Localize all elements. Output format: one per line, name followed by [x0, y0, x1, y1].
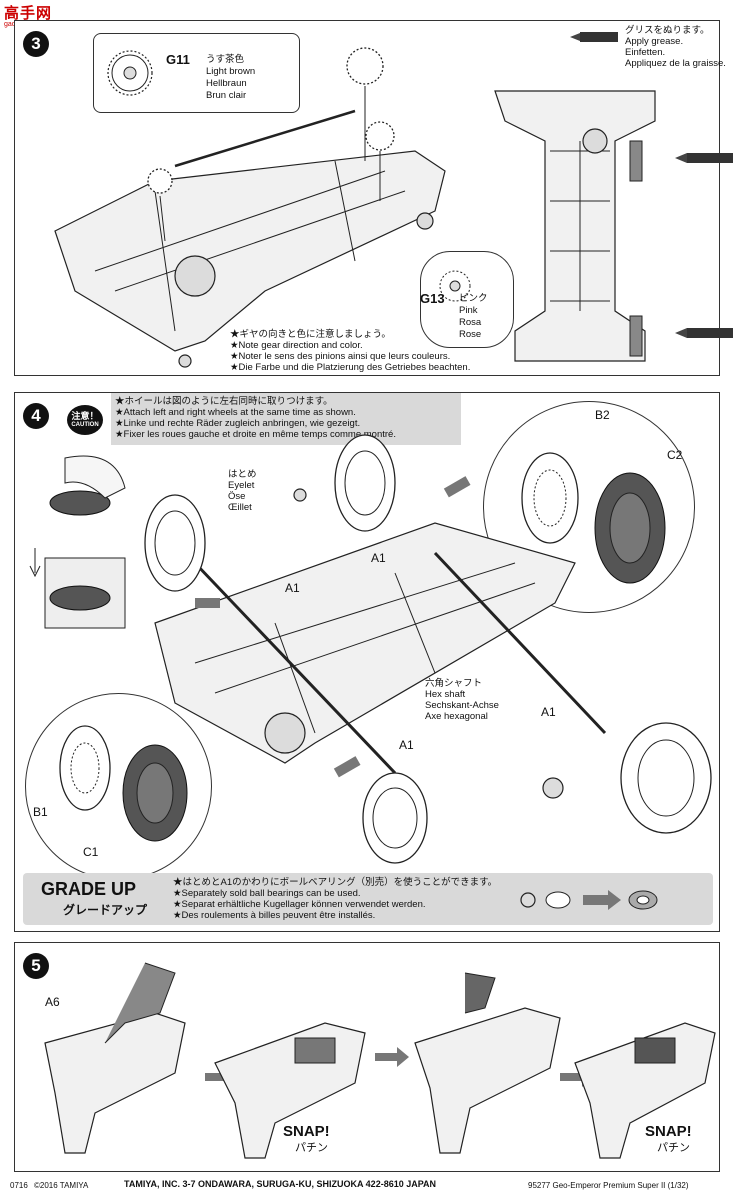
wheel-zoom-rear: [483, 401, 695, 613]
part-a1-bottom: A1: [399, 738, 414, 752]
caution-en: CAUTION: [71, 422, 99, 428]
grease-arrow-top: [675, 153, 733, 163]
step-4-panel: 4 注意！ CAUTION ★ホイールは図のように左右同時に取りつけます。 ★A…: [14, 392, 720, 932]
gear-g11-color-jp: うす茶色: [206, 54, 245, 65]
grade-up-title: GRADE UP: [41, 879, 137, 899]
step4-note-jp: ★ホイールは図のように左右同時に取りつけます。: [115, 396, 333, 407]
snap-label-1: SNAP!: [283, 1123, 330, 1140]
grade-up-note-jp: ★はとめとA1のかわりにボールベアリング（別売）を使うことができます。: [173, 877, 498, 888]
grade-up-bar: GRADE UP グレードアップ ★はとめとA1のかわりにボールベアリング（別売…: [23, 873, 713, 925]
hex-shaft-fr: Axe hexagonal: [425, 711, 488, 722]
step-4-number: 4: [23, 403, 49, 429]
part-c1: C1: [83, 845, 99, 859]
gear-g11-color-en: Light brown: [206, 66, 256, 77]
gear-g13-color-de: Rosa: [459, 317, 482, 328]
step4-note-en: ★Attach left and right wheels at the sam…: [115, 407, 356, 418]
step3-note-de: ★Die Farbe und die Platzierung des Getri…: [230, 362, 471, 373]
gear-g13-code: G13: [420, 291, 445, 306]
grade-up-note-de: ★Separat erhältliche Kugellager können v…: [173, 899, 426, 910]
step4-notes-box: [111, 393, 461, 445]
grease-en: Apply grease.: [625, 36, 684, 47]
chassis-illustration-step3: [54, 47, 446, 368]
step4-note-de: ★Linke und rechte Räder zugleich anbring…: [115, 418, 361, 429]
grade-up-title-jp: グレードアップ: [63, 903, 148, 917]
chassis-axle-illustration: [144, 434, 607, 864]
gear-g11-color-de: Hellbraun: [206, 78, 247, 89]
hex-shaft-jp: 六角シャフト: [425, 678, 483, 689]
gear-g13-callout: [420, 251, 514, 348]
eyelet-jp: はとめ: [228, 469, 257, 480]
snap-jp-2: パチン: [657, 1142, 690, 1154]
grade-up-note-fr: ★Des roulements à billes peuvent être in…: [173, 910, 376, 921]
gear-g13-icon: [439, 270, 471, 302]
eyelet-de: Öse: [228, 491, 246, 502]
wheel-b2-tire-c2: [521, 452, 666, 584]
step-3-panel: 3 G11 うす茶色 Light brown Hellbraun Brun cl…: [14, 20, 733, 376]
gear-g11-code: G11: [166, 52, 190, 67]
step-5-panel: 5 A6 SNAP! パチン SNAP! パチン: [14, 942, 720, 1172]
part-c2: C2: [667, 448, 683, 462]
grease-tube-icon: [570, 32, 618, 42]
footer-address: TAMIYA, INC. 3-7 ONDAWARA, SURUGA-KU, SH…: [124, 1179, 437, 1189]
ball-bearing-swap-icon: [520, 890, 658, 910]
gear-g11-callout: G11 うす茶色 Light brown Hellbraun Brun clai…: [93, 33, 300, 113]
caution-badge: 注意！ CAUTION: [67, 405, 103, 435]
step4-note-fr: ★Fixer les roues gauche et droite en mêm…: [115, 429, 396, 440]
grade-up-note-en: ★Separately sold ball bearings can be us…: [173, 888, 361, 899]
snap-jp-1: パチン: [295, 1142, 328, 1154]
step-3-number: 3: [23, 31, 49, 57]
eyelet-en: Eyelet: [228, 480, 255, 491]
part-b1: B1: [33, 805, 48, 819]
hex-shaft-de: Sechskant-Achse: [425, 700, 499, 711]
grease-fr: Appliquez de la graisse.: [625, 58, 726, 69]
footer-product: 95277 Geo-Emperor Premium Super II (1/32…: [528, 1181, 689, 1190]
step3-note-fr: ★Noter le sens des pinions ainsi que leu…: [230, 351, 451, 362]
part-a1-right: A1: [541, 705, 556, 719]
motor-cover-sequence: [44, 962, 716, 1159]
snap-label-2: SNAP!: [645, 1123, 692, 1140]
part-a1-left: A1: [285, 581, 300, 595]
eyelet-fr: Œillet: [228, 502, 252, 513]
gear-g11-color-fr: Brun clair: [206, 90, 247, 101]
gear-g11-icon: [107, 50, 153, 96]
step3-note-jp: ★ギヤの向きと色に注意しましょう。: [230, 329, 391, 340]
hand-pressing-illustration: [29, 455, 126, 629]
wheel-right-rear: [620, 722, 712, 834]
wheel-b1-tire-c1: [59, 725, 188, 842]
footer-copyright: ©2016 TAMIYA: [34, 1181, 89, 1190]
grease-arrow-bottom: [675, 328, 733, 338]
watermark-title: 高手网: [4, 5, 53, 22]
chassis-top-view: [494, 90, 656, 362]
step3-note-en: ★Note gear direction and color.: [230, 340, 363, 351]
gear-g13-color-jp: ピンク: [459, 293, 488, 304]
hex-shaft-en: Hex shaft: [425, 689, 466, 700]
grease-jp: グリスをぬります。: [625, 25, 710, 36]
part-b2: B2: [595, 408, 610, 422]
step-5-number: 5: [23, 953, 49, 979]
footer-code: 0716: [10, 1181, 28, 1190]
grease-de: Einfetten.: [625, 47, 666, 58]
gear-g13-color-fr: Rose: [459, 329, 482, 340]
gear-g13-color-en: Pink: [459, 305, 478, 316]
part-a1-top: A1: [371, 551, 386, 565]
part-a6: A6: [45, 995, 60, 1009]
caution-jp: 注意！: [71, 411, 99, 421]
